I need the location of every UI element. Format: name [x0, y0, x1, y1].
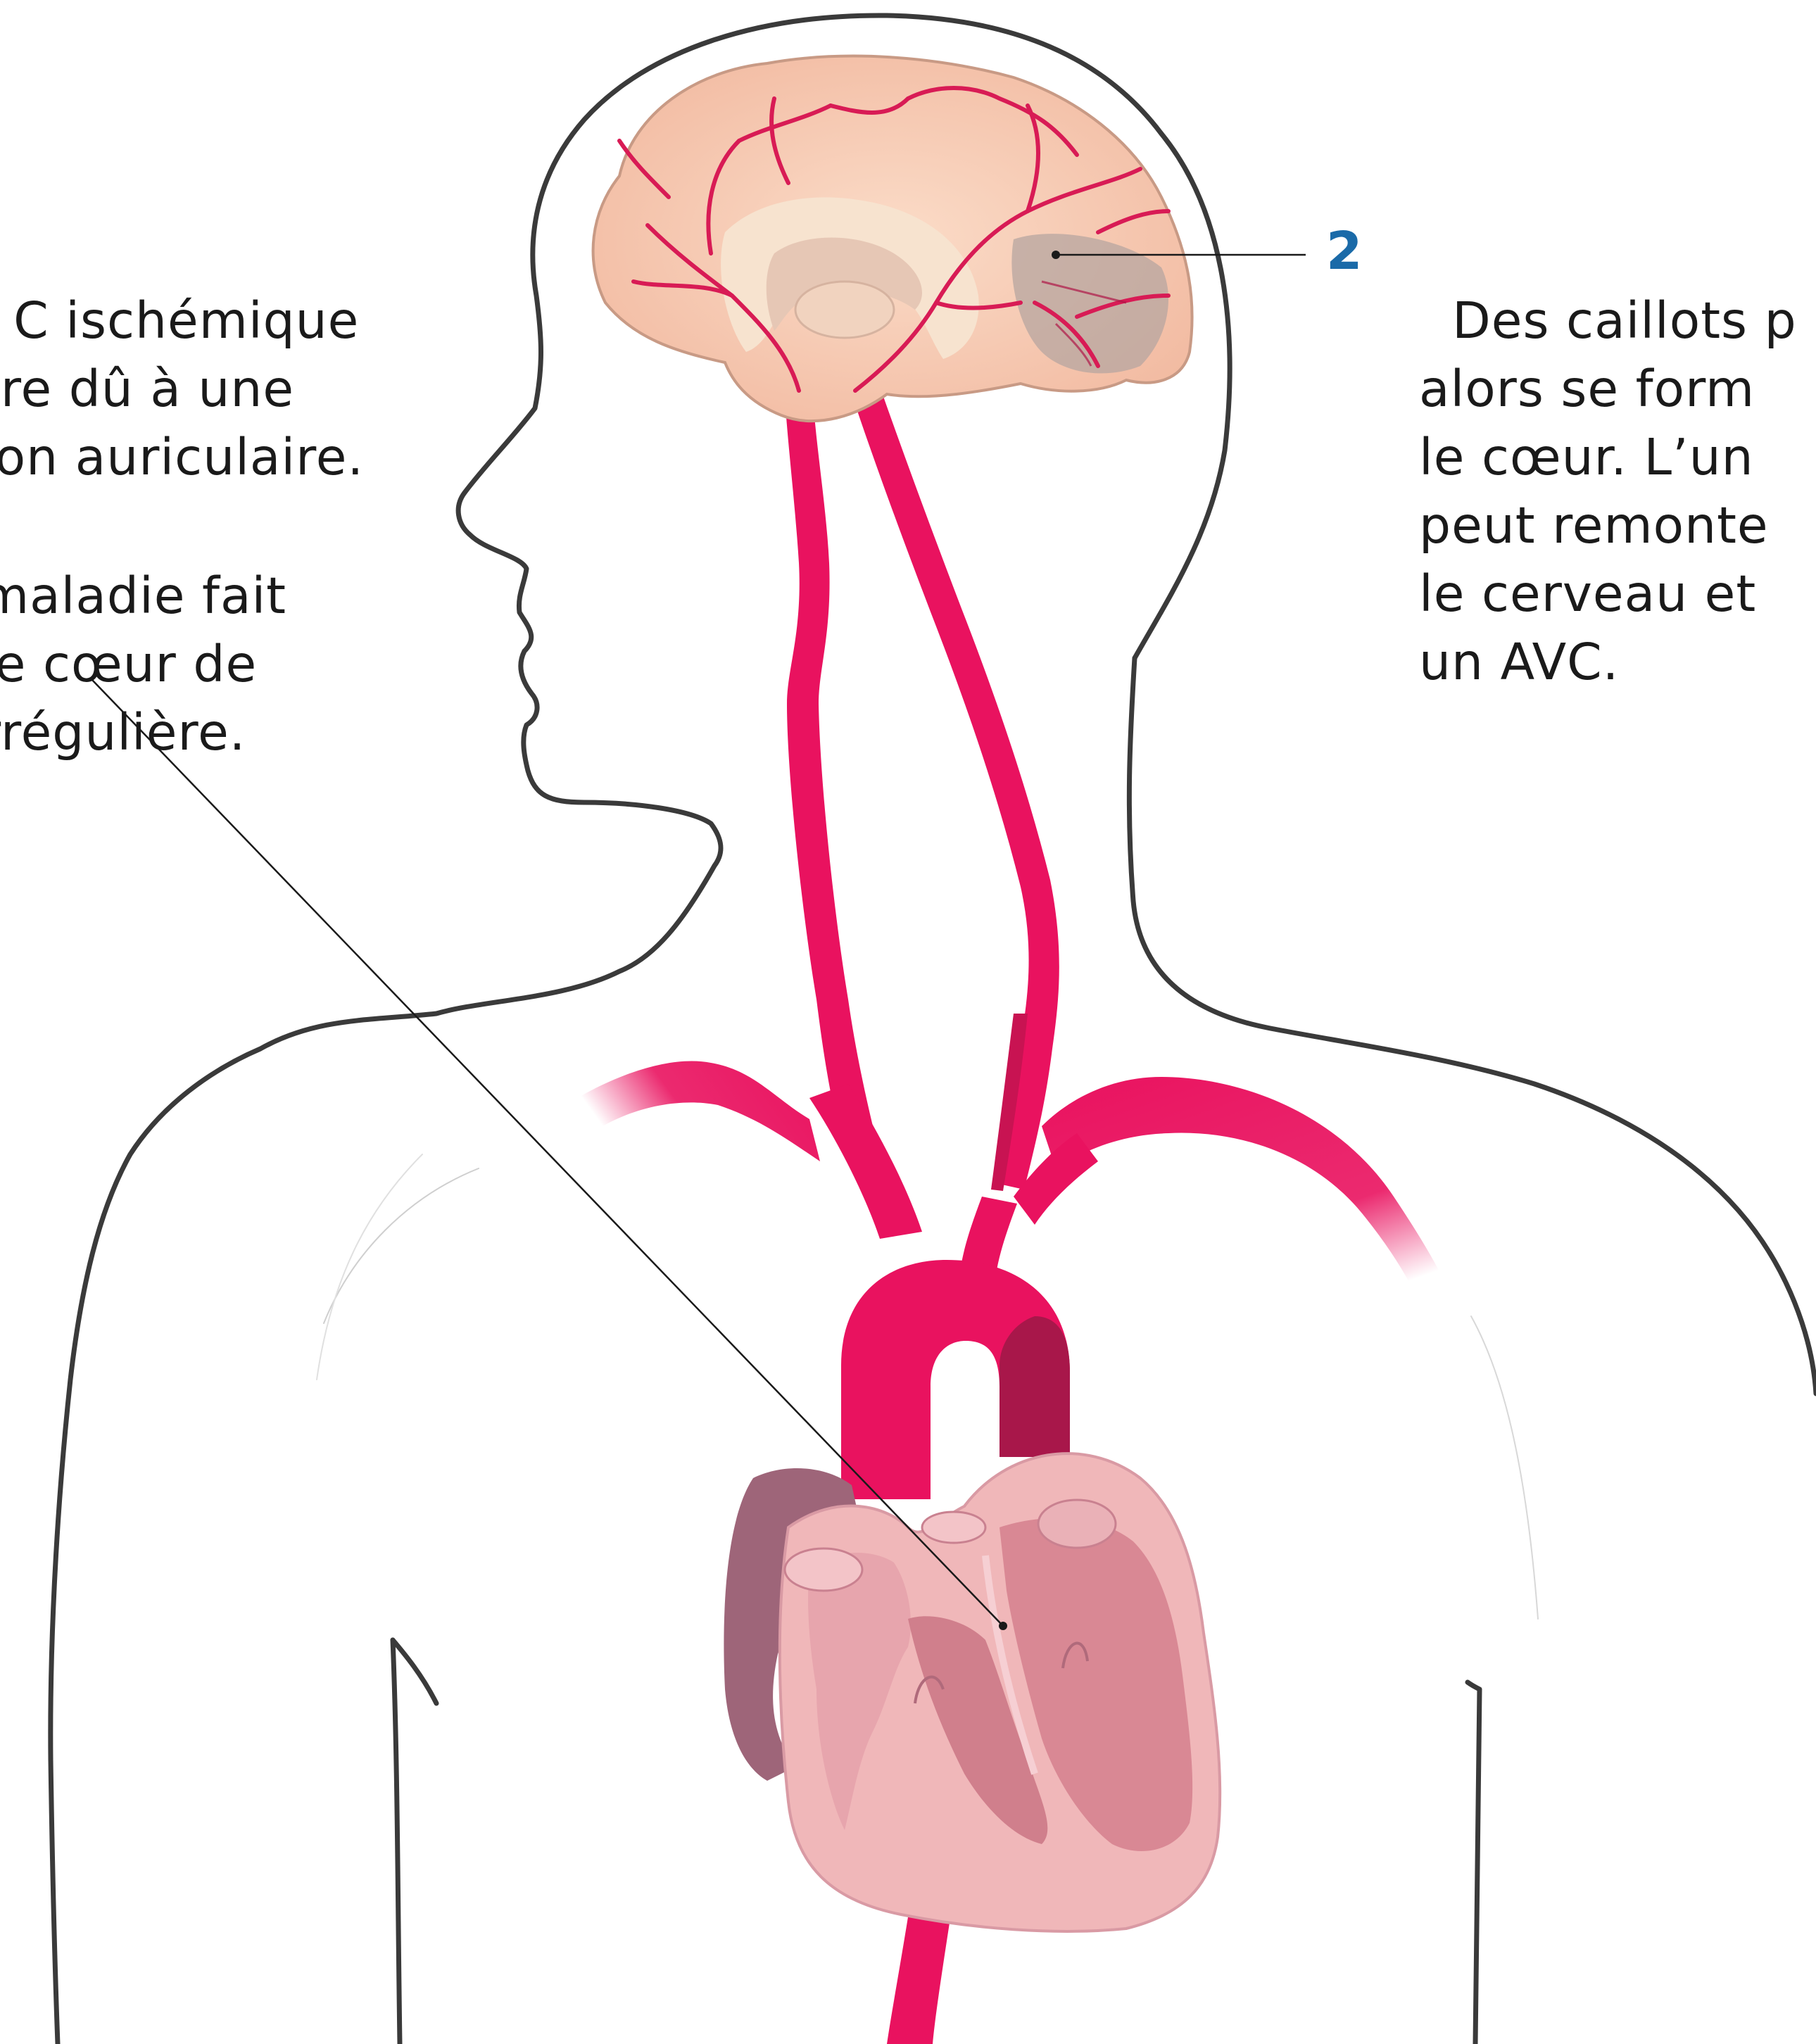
- callout-right-paragraph-1: Des caillots p alors se form le cœur. L’…: [1419, 291, 1797, 691]
- brain-icon: [593, 56, 1192, 421]
- callout-right: Des caillots p alors se form le cœur. L’…: [1419, 218, 1797, 696]
- callout-left-paragraph-1: C ischémique tre dû à une ion auriculair…: [0, 291, 364, 486]
- callout-left: C ischémique tre dû à une ion auriculair…: [0, 218, 364, 835]
- callout-left-paragraph-2: maladie fait le cœur de rrégulière.: [0, 562, 364, 766]
- heart-icon: [724, 1453, 1220, 1931]
- step-number-2: 2: [1326, 221, 1363, 282]
